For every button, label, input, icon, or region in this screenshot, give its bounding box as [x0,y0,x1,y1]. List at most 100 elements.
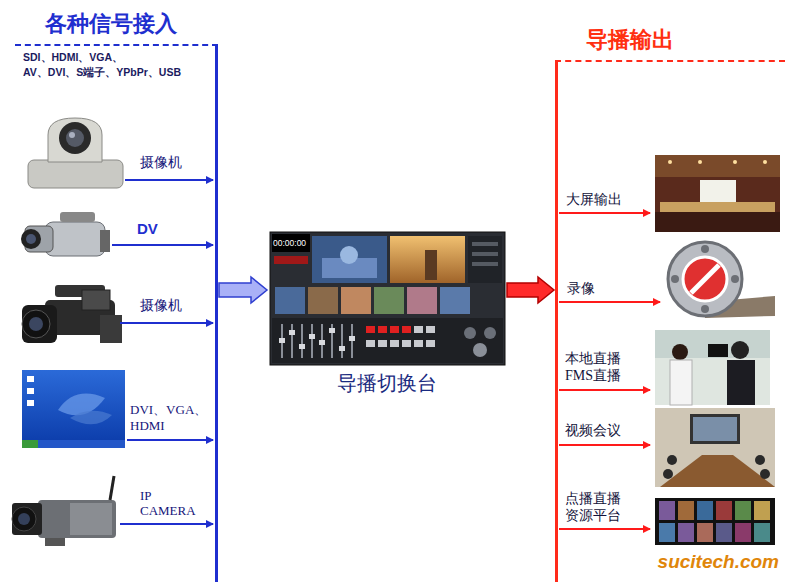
dv-camcorder-part [100,230,110,252]
video-conference-photo-part [755,455,765,465]
switcher-device-part [275,287,305,314]
switcher-device-part-part [414,326,423,333]
switcher-device-part [390,236,465,283]
live-report-photo-part [708,344,728,357]
computer-screen [22,370,125,448]
dv-camcorder-part [60,212,95,222]
video-conference-photo-part [690,414,740,444]
switcher-device-part-part [402,340,411,347]
switcher-device-part [473,343,487,357]
output-label: 本地直播 FMS直播 [565,350,645,384]
vod-platform-photo-part-part [678,501,694,520]
dv-camcorder-part [45,222,105,256]
switcher-device-part-part [378,326,387,333]
video-conference-photo-part [693,417,737,441]
switcher-device-part [279,328,355,351]
switcher-device [270,232,505,365]
pro-camcorder-part [29,317,43,331]
switcher-device-part [484,327,496,339]
switcher-device-part [407,287,437,314]
label-slot: IP CAMERA [140,488,210,518]
video-conference-photo [655,408,775,487]
ip-camera-part [110,476,114,500]
label-slot: DV [137,219,158,239]
switcher-device-part [472,262,498,266]
pro-camcorder [22,285,122,343]
output-leader-arrows-part [559,389,650,391]
label-slot: 大屏输出 [566,191,622,209]
video-conference-photo-part [760,469,770,479]
input-label: IP CAMERA [140,488,210,518]
dv-camcorder [21,212,110,256]
label-slot: 00:00:00 [273,238,306,249]
label-slot: 摄像机 [140,297,182,315]
label-slot: 视频会议 [565,422,621,440]
switcher-device-part-part [289,330,295,335]
vod-platform-photo-part [659,501,770,542]
output-leader-arrows-part [559,528,650,530]
ptz-camera-part [66,129,84,147]
computer-screen-part [22,440,38,448]
switcher-device-part-part [390,326,399,333]
switcher-device-part-part [378,340,387,347]
video-conference-photo-part [655,408,775,487]
label-slot: sucitech.com [658,549,779,574]
live-report-photo-part [655,330,770,405]
switcher-device-part [274,256,308,264]
hall-screen-photo-part [668,160,672,164]
switcher-device-part [340,246,358,264]
dv-camcorder-part [21,229,41,249]
switcher-device-part [366,326,411,333]
switcher-device-part-part [301,324,303,358]
switcher-device-part [374,287,404,314]
switcher-device-part-part [390,340,399,347]
hall-screen-photo-part [655,155,780,232]
switcher-device-part-part [414,340,423,347]
live-report-photo-part [672,344,688,360]
switcher-device-part-part [349,336,355,341]
vod-platform-photo-part [655,498,775,545]
switcher-device-part-part [329,328,335,333]
switcher-device-part-part [366,340,375,347]
output-flow-arrow [507,277,554,303]
output-label: 视频会议 [565,422,621,440]
vod-platform-photo-part-part [716,523,732,542]
computer-screen-part [22,370,125,448]
switcher-device-part-part [402,326,411,333]
ip-camera-part [38,500,116,538]
vod-platform-photo-part-part [659,523,675,542]
output-leader-arrows-part [559,444,650,446]
vod-platform-photo-part-part [678,523,694,542]
input-flow-arrow [219,277,267,303]
input-leader-arrows-part [127,439,213,441]
label-slot: 本地直播 FMS直播 [565,350,645,384]
hall-screen-photo-part [660,202,775,212]
switcher-device-part-part [341,324,343,358]
dv-camcorder-part [26,234,36,244]
film-reel-icon [668,242,775,318]
hall-screen-photo-part [700,180,736,204]
switcher-device-part [270,232,505,365]
vod-platform-photo-part-part [697,523,713,542]
film-reel-icon-part [691,265,719,293]
vod-platform-photo-part-part [754,501,770,520]
input-leader-arrows-part [120,523,213,525]
switcher-device-part-part [309,334,315,339]
switcher-device-part-part [299,344,305,349]
ptz-camera [28,118,123,188]
ip-camera-part [12,507,36,531]
input-leader-arrows-part [112,244,213,246]
pro-camcorder-part [100,315,122,343]
pro-camcorder-part [82,290,110,310]
ip-camera-part [18,513,30,525]
ip-camera [12,476,116,546]
switcher-caption: 导播切换台 [268,370,506,396]
hall-screen-photo [655,155,780,232]
ip-camera-part [12,503,42,535]
output-leader-arrows-part [559,212,650,214]
switcher-device-part [366,326,435,347]
video-conference-photo-part [660,455,775,487]
hall-screen-photo-part [763,160,767,164]
